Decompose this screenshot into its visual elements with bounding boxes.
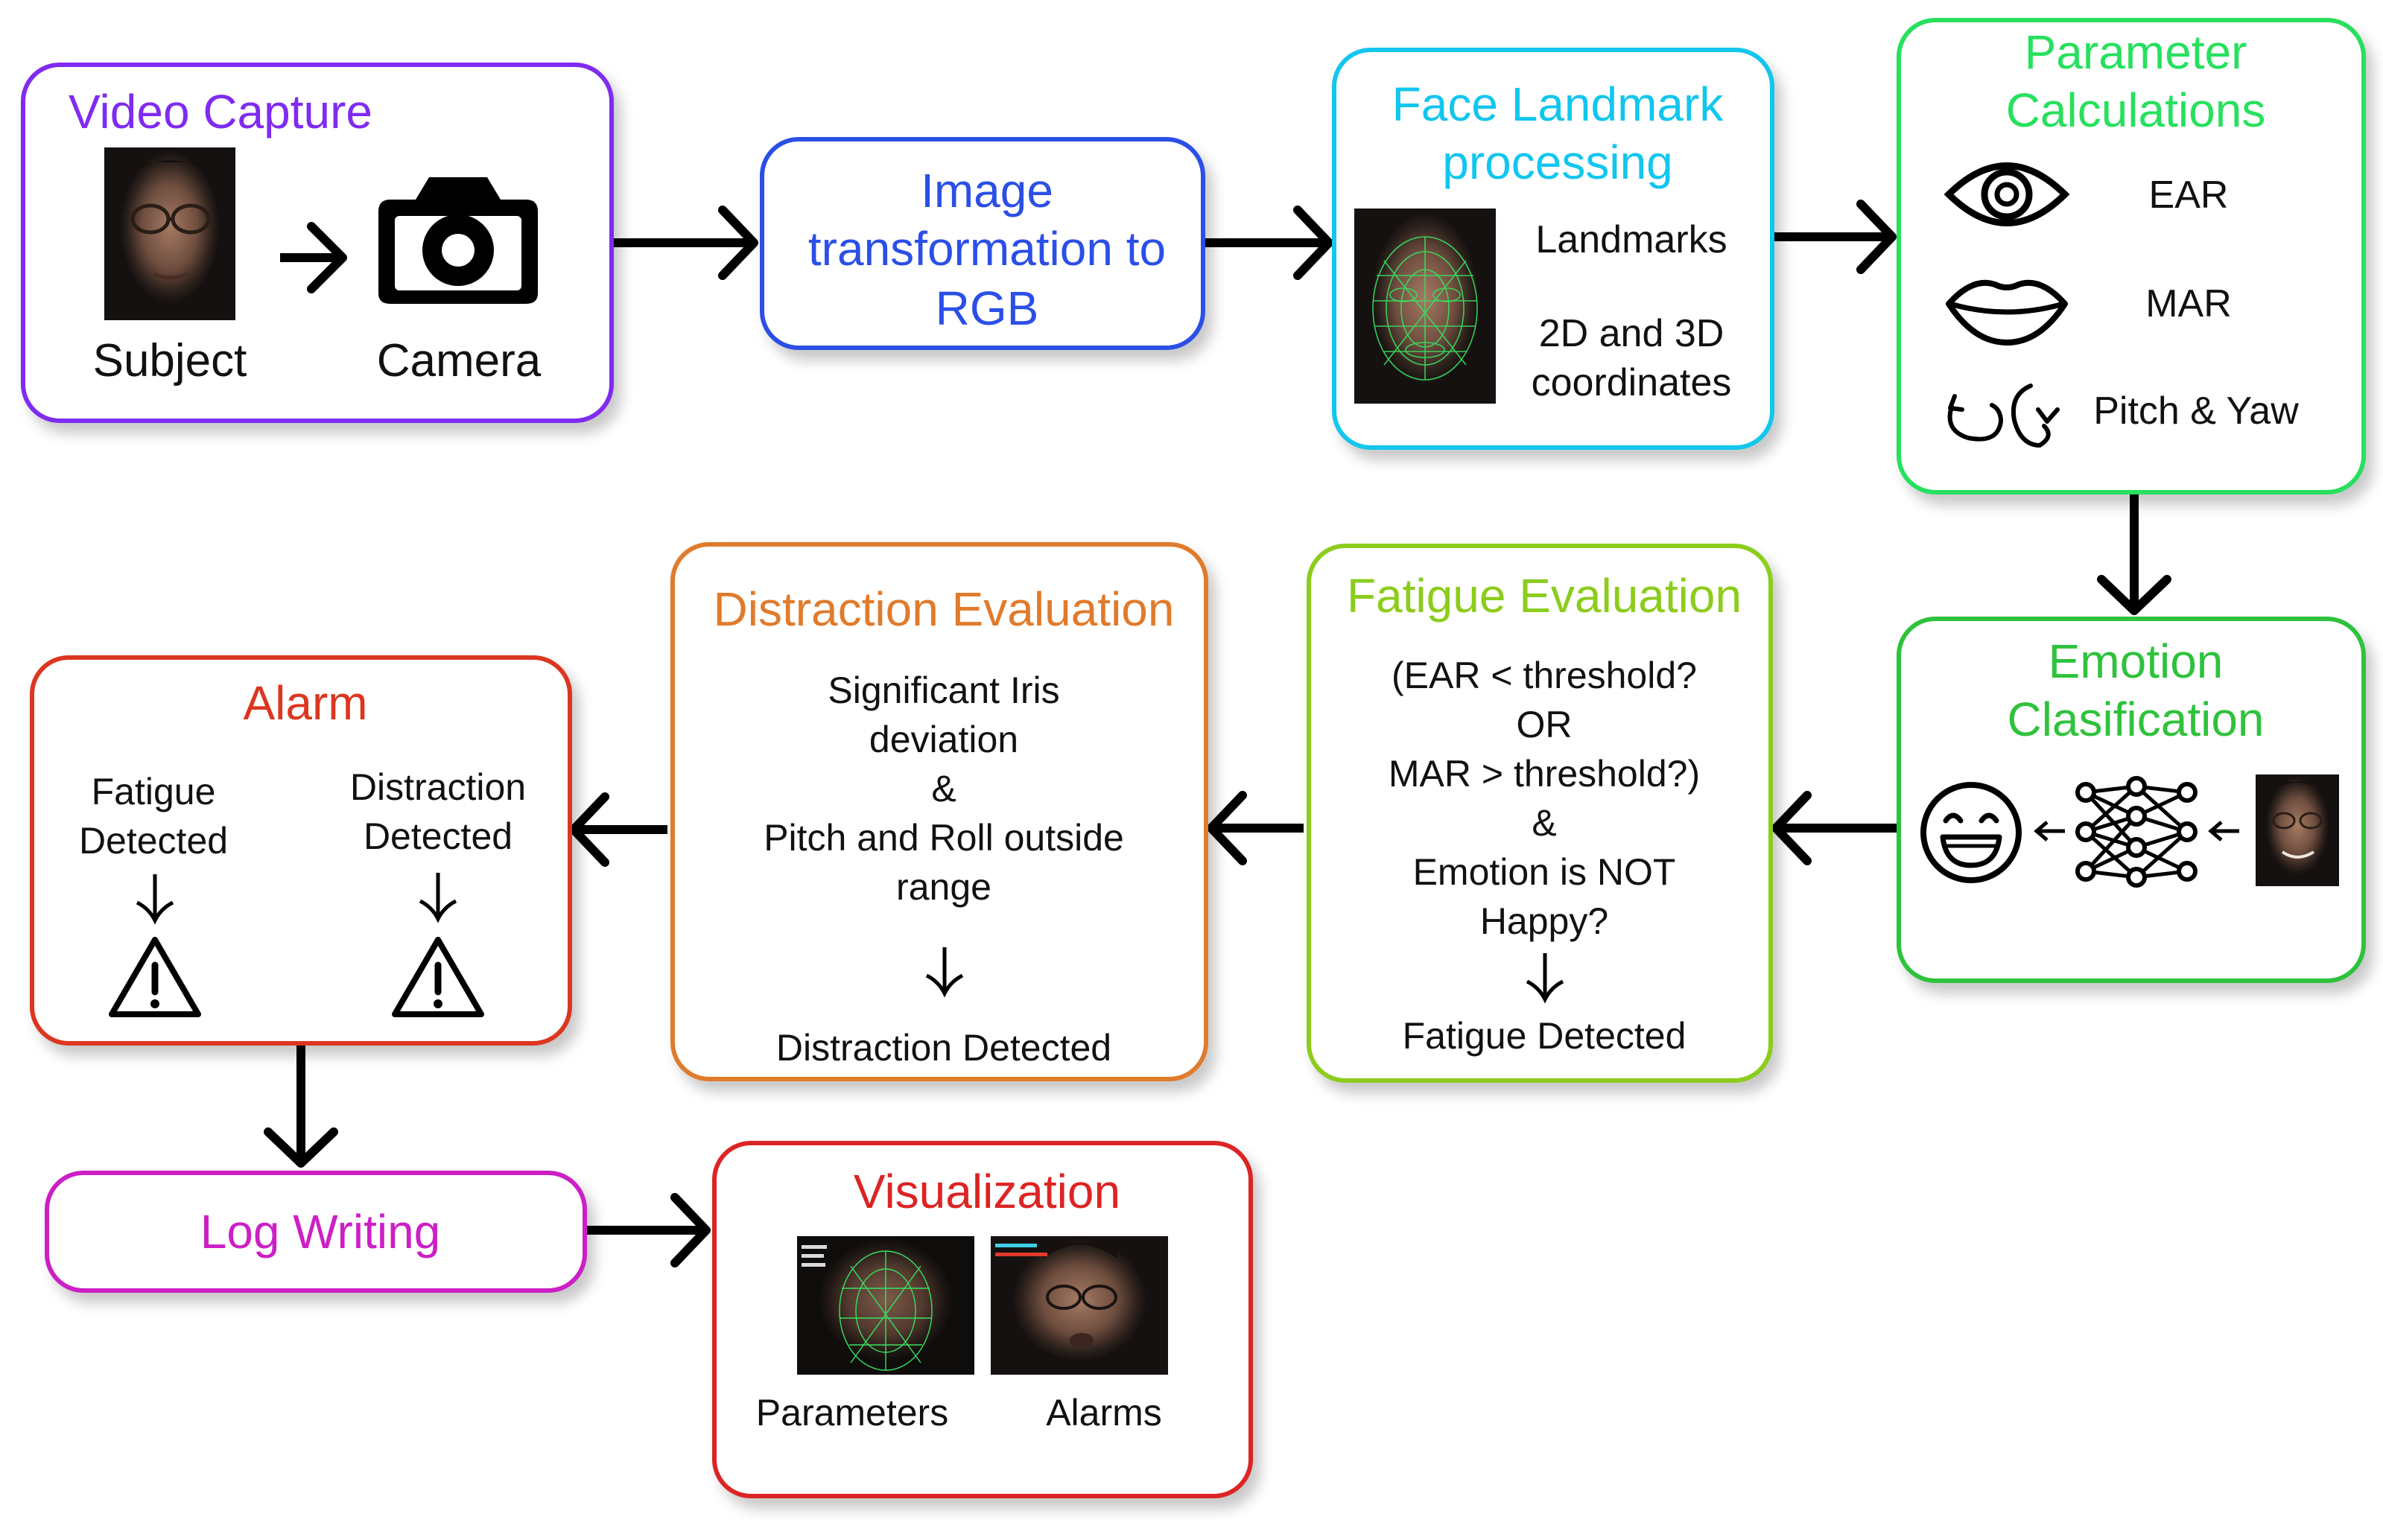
- face-landmark-title-line2: processing: [1442, 136, 1673, 189]
- distraction-result: Distraction Detected: [775, 1027, 1112, 1069]
- alarm-box: Alarm Fatigue Detected Distraction Detec…: [30, 655, 572, 1046]
- alarms-label: Alarms: [1046, 1392, 1162, 1434]
- parameter-title-line2: Calculations: [2005, 83, 2266, 137]
- fatigue-condition-line5: Emotion is NOT: [1412, 851, 1676, 893]
- distraction-title: Distraction Evaluation: [713, 582, 1175, 636]
- face-landmark-box: Face Landmark processing: [1332, 48, 1774, 450]
- alarm-title: Alarm: [243, 676, 368, 730]
- warning-icon: [392, 937, 484, 1017]
- distraction-condition-line3: &: [931, 768, 956, 809]
- parameters-screenshot-image: [797, 1236, 974, 1375]
- fatigue-condition-line3: MAR > threshold?): [1388, 753, 1701, 795]
- arrow-log-to-visualization: [586, 1197, 706, 1263]
- fatigue-title: Fatigue Evaluation: [1346, 569, 1742, 623]
- distraction-condition-line5: range: [896, 866, 991, 908]
- smiley-icon: [1920, 782, 2022, 883]
- arrow-emotion-to-fatigue: [1776, 795, 1897, 861]
- arrow-video-to-image: [612, 210, 754, 276]
- emotion-title-line1: Emotion: [2048, 634, 2224, 688]
- camera-label: Camera: [376, 335, 542, 386]
- face-landmark-title-line1: Face Landmark: [1392, 77, 1724, 131]
- arrow-right-icon: [280, 222, 347, 293]
- image-transformation-line3: RGB: [935, 281, 1039, 335]
- parameter-calculations-box: Parameter Calculations EAR MAR Pitch & Y…: [1897, 18, 2366, 494]
- small-arrow-left-icon: [2034, 821, 2065, 841]
- down-arrow-icon: [1526, 953, 1564, 1004]
- ear-label: EAR: [2148, 174, 2229, 217]
- video-capture-box: Video Capture Subject Camera: [21, 63, 614, 423]
- landmark-mesh-face-image: [1354, 209, 1496, 404]
- emotion-face-image: [2256, 774, 2339, 886]
- alarm-distraction-line2: Detected: [363, 815, 513, 857]
- small-arrow-left-icon: [2208, 821, 2239, 841]
- alarm-distraction-line1: Distraction: [349, 766, 527, 808]
- arrow-image-to-landmark: [1202, 210, 1329, 276]
- down-arrow-icon: [925, 947, 964, 998]
- distraction-condition-line2: deviation: [869, 719, 1019, 760]
- rotate-icon: [1947, 384, 2060, 448]
- pitch-yaw-label: Pitch & Yaw: [2093, 389, 2299, 433]
- down-arrow-icon: [136, 874, 174, 925]
- arrow-parameters-to-emotion: [2101, 493, 2167, 611]
- visualization-title: Visualization: [853, 1165, 1121, 1218]
- alarm-fatigue-line1: Fatigue: [91, 771, 216, 812]
- subject-label: Subject: [92, 335, 247, 386]
- fatigue-condition-line1: (EAR < threshold?: [1392, 655, 1697, 696]
- neural-network-icon: [2075, 776, 2198, 888]
- distraction-evaluation-box: Distraction Evaluation Significant Iris …: [670, 542, 1208, 1081]
- landmarks-label: Landmarks: [1535, 218, 1727, 261]
- down-arrow-icon: [419, 873, 457, 923]
- arrow-landmark-to-parameters: [1773, 204, 1892, 270]
- emotion-title-line2: Clasification: [2007, 693, 2265, 746]
- fatigue-condition-line2: OR: [1516, 704, 1573, 745]
- emotion-classification-box: Emotion Clasification: [1897, 617, 2366, 983]
- fatigue-condition-line6: Happy?: [1479, 900, 1609, 942]
- image-transformation-box: Image transformation to RGB: [760, 137, 1205, 350]
- parameter-title-line1: Parameter: [2024, 25, 2247, 79]
- visualization-box: Visualization: [712, 1141, 1253, 1498]
- fatigue-condition-line4: &: [1532, 802, 1557, 844]
- coordinates-line2: coordinates: [1531, 361, 1732, 404]
- video-capture-title: Video Capture: [69, 85, 372, 139]
- warning-icon: [109, 937, 201, 1017]
- image-transformation-line2: transformation to: [807, 222, 1167, 276]
- parameters-label: Parameters: [755, 1392, 949, 1434]
- arrow-alarm-to-log: [268, 1043, 334, 1163]
- camera-icon: [378, 177, 538, 304]
- arrow-fatigue-to-distraction: [1211, 795, 1304, 861]
- log-writing-title: Log Writing: [200, 1205, 441, 1259]
- distraction-condition-line1: Significant Iris: [828, 669, 1060, 711]
- log-writing-box: Log Writing: [45, 1171, 587, 1293]
- arrow-distraction-to-alarm: [574, 797, 667, 862]
- lips-icon: [1946, 279, 2068, 346]
- fatigue-evaluation-box: Fatigue Evaluation (EAR < threshold? OR …: [1307, 544, 1773, 1083]
- coordinates-line1: 2D and 3D: [1538, 312, 1724, 355]
- distraction-condition-line4: Pitch and Roll outside: [764, 817, 1124, 859]
- subject-face-image: [104, 147, 235, 320]
- alarms-screenshot-image: [991, 1236, 1168, 1375]
- fatigue-result: Fatigue Detected: [1402, 1015, 1686, 1057]
- eye-icon: [1943, 162, 2070, 226]
- alarm-fatigue-line2: Detected: [78, 820, 229, 862]
- image-transformation-line1: Image: [921, 164, 1053, 217]
- mar-label: MAR: [2145, 282, 2232, 325]
